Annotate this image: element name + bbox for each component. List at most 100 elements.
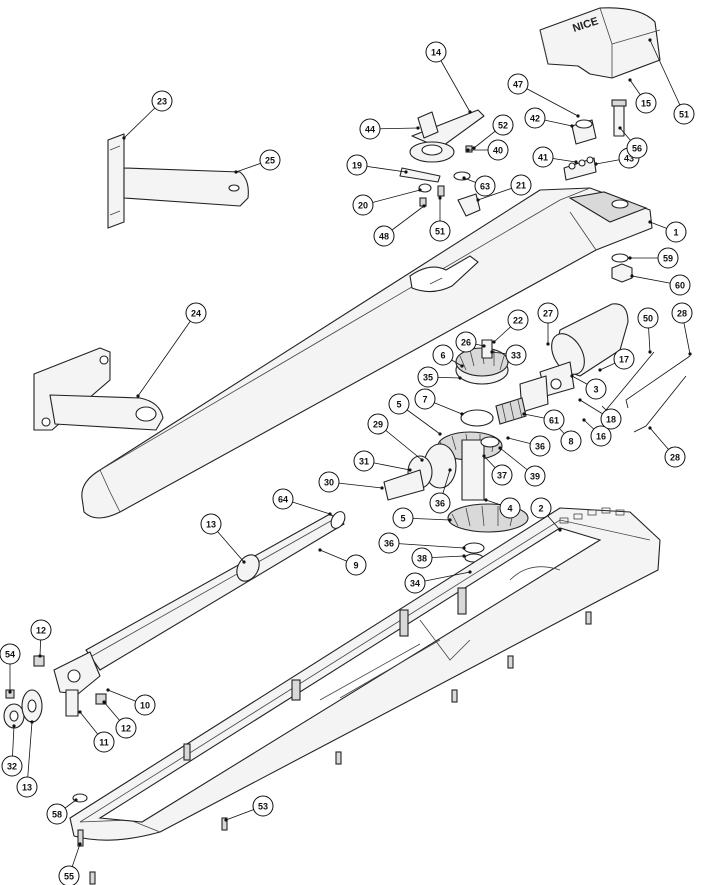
callout-number: 19: [352, 161, 362, 171]
part-rod-end: [33, 651, 107, 717]
callout-bubble: [492, 114, 514, 136]
callout-58: 58: [46, 798, 78, 825]
callout-number: 23: [157, 97, 167, 107]
callout-anchor-dot: [576, 114, 580, 118]
callout-20: 20: [352, 188, 422, 216]
callout-number: 18: [606, 415, 616, 425]
callout-anchor-dot: [122, 136, 126, 140]
callout-21: 21: [476, 174, 532, 202]
part-bushings: [3, 689, 43, 729]
callout-anchor-dot: [598, 368, 602, 372]
callout-1: 1: [648, 220, 687, 243]
callout-bubble: [58, 865, 80, 885]
callout-anchor-dot: [136, 394, 140, 398]
callout-28: 28: [648, 426, 686, 468]
callout-bubble: [115, 717, 137, 739]
callout-anchor-dot: [242, 560, 246, 564]
callout-bubble: [507, 309, 529, 331]
callout-number: 34: [410, 579, 420, 589]
callout-bubble: [673, 103, 695, 125]
callout-bubble: [30, 619, 52, 641]
callout-18: 18: [578, 398, 622, 430]
callout-anchor-dot: [648, 220, 652, 224]
callout-19: 19: [346, 154, 408, 176]
callout-bubble: [585, 378, 607, 400]
callout-bubble: [425, 41, 447, 63]
callout-number: 11: [99, 738, 109, 748]
callout-10: 10: [106, 688, 156, 716]
callout-number: 25: [265, 156, 275, 166]
callout-anchor-dot: [482, 454, 486, 458]
callout-anchor-dot: [8, 690, 12, 694]
callout-anchor-dot: [38, 654, 42, 658]
callout-bubble: [529, 435, 551, 457]
callout-8: 8: [546, 414, 582, 452]
callout-bubble: [532, 146, 554, 168]
callout-28: 28: [671, 302, 693, 356]
callout-anchor-dot: [418, 188, 422, 192]
callout-13: 13: [200, 513, 246, 564]
callout-29: 29: [367, 413, 424, 462]
callout-55: 55: [58, 842, 82, 885]
callout-anchor-dot: [78, 710, 82, 714]
callout-number: 47: [513, 80, 523, 90]
callout-anchor-dot: [498, 446, 502, 450]
callout-number: 63: [480, 182, 490, 192]
callout-24: 24: [136, 302, 207, 398]
callout-bubble: [134, 694, 156, 716]
callout-bubble: [367, 413, 389, 435]
callout-bubble: [560, 430, 582, 452]
callout-number: 17: [619, 355, 629, 365]
callout-bubble: [626, 137, 648, 159]
callout-12: 12: [30, 619, 52, 658]
callout-32: 32: [1, 724, 23, 777]
callout-bubble: [669, 274, 691, 296]
callout-anchor-dot: [448, 468, 452, 472]
callout-anchor-dot: [482, 344, 486, 348]
callout-bubble: [524, 465, 546, 487]
callout-bubble: [530, 497, 552, 519]
callout-number: 8: [568, 437, 573, 447]
callout-number: 59: [663, 254, 673, 264]
callout-39: 39: [498, 446, 546, 487]
callout-anchor-dot: [466, 148, 470, 152]
callout-anchor-dot: [448, 518, 452, 522]
callout-number: 5: [396, 400, 401, 410]
callout-anchor-dot: [574, 160, 578, 164]
callout-34: 34: [404, 570, 472, 594]
callout-anchor-dot: [492, 340, 496, 344]
callout-anchor-dot: [438, 432, 442, 436]
callout-bubble: [404, 572, 426, 594]
callout-52: 52: [472, 114, 514, 150]
callout-number: 32: [7, 762, 17, 772]
callout-bubble: [46, 803, 68, 825]
callout-bubble: [16, 776, 38, 798]
callout-bubble: [411, 547, 433, 569]
callout-number: 43: [624, 154, 634, 164]
callout-7: 7: [414, 388, 464, 416]
callout-leader: [26, 721, 33, 788]
callout-63: 63: [462, 175, 496, 197]
callout-anchor-dot: [628, 256, 632, 260]
callout-anchor-dot: [74, 798, 78, 802]
callout-number: 53: [258, 802, 268, 812]
callout-3: 3: [570, 374, 607, 400]
callout-51: 51: [429, 196, 451, 242]
callout-leader: [388, 542, 465, 549]
callout-anchor-dot: [380, 486, 384, 490]
callout-anchor-dot: [506, 436, 510, 440]
callout-anchor-dot: [224, 818, 228, 822]
callout-anchor-dot: [476, 198, 480, 202]
callout-37: 37: [482, 454, 513, 486]
callout-bubble: [499, 497, 521, 519]
callout-anchor-dot: [630, 274, 634, 278]
callout-number: 27: [543, 309, 553, 319]
callout-anchor-dot: [318, 548, 322, 552]
callout-26: 26: [455, 331, 486, 353]
callout-anchor-dot: [102, 700, 106, 704]
callout-bubble: [487, 139, 509, 161]
callout-anchor-dot: [468, 570, 472, 574]
callout-bubble: [429, 220, 451, 242]
part-terminal-block: [563, 99, 627, 181]
